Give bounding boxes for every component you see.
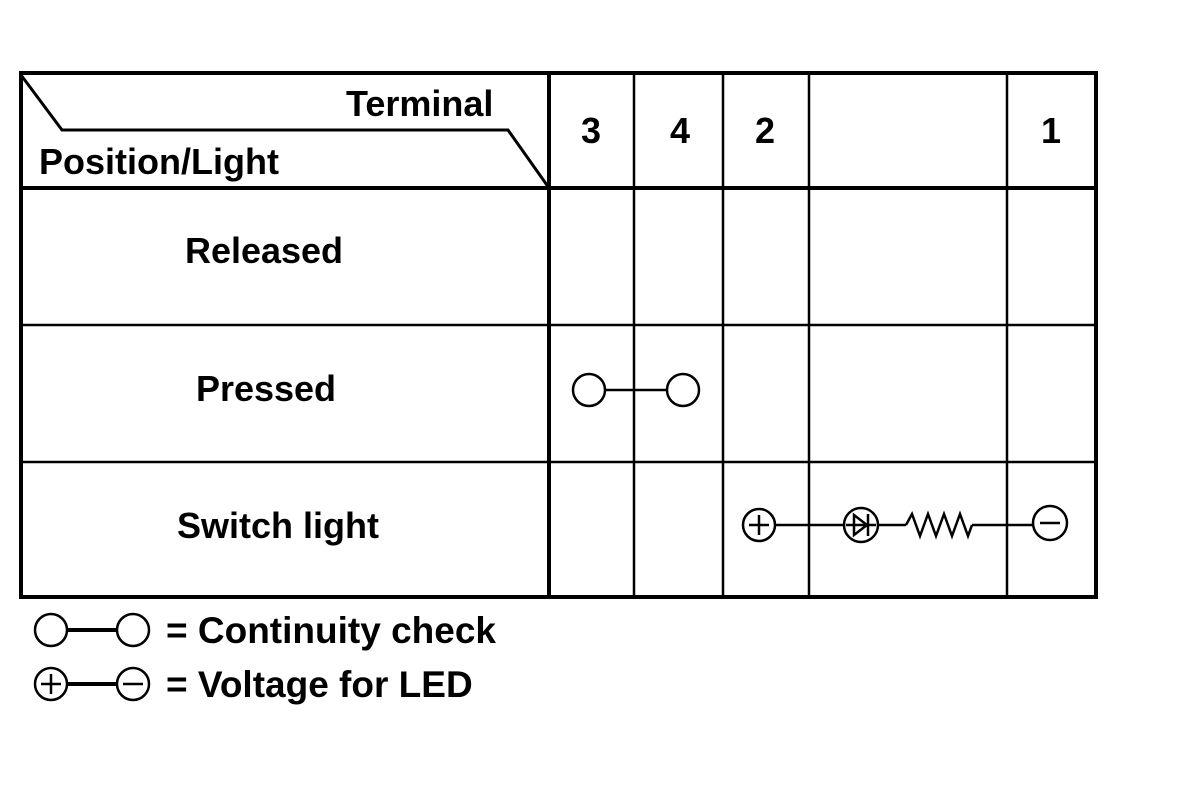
table-grid (19, 71, 1098, 599)
plus-circle-icon (741, 507, 777, 543)
row-label-switch-light: Switch light (177, 505, 379, 546)
corner-terminal-label: Terminal (346, 83, 494, 124)
terminal-header: 2 (754, 110, 776, 151)
legend-voltage-text: = Voltage for LED (166, 664, 473, 705)
minus-circle-icon (1031, 504, 1069, 542)
row-label-released: Released (184, 230, 344, 271)
row-label-pressed: Pressed (195, 368, 337, 409)
terminal-header: 4 (669, 110, 691, 151)
continuity-symbol-pressed (571, 372, 701, 408)
open-circle-icon (665, 372, 701, 408)
minus-circle-icon (115, 666, 151, 702)
open-circle-icon (115, 612, 151, 648)
legend-voltage-symbol (33, 666, 151, 702)
legend-continuity-text: = Continuity check (166, 610, 496, 651)
led-circuit-symbol (741, 504, 1069, 544)
open-circle-icon (33, 612, 69, 648)
legend-continuity-symbol (33, 612, 151, 648)
corner-divider (19, 74, 551, 189)
plus-circle-icon (33, 666, 69, 702)
terminal-header: 1 (1040, 110, 1062, 151)
resistor-icon (904, 510, 974, 540)
table-border (19, 71, 1098, 599)
open-circle-icon (571, 372, 607, 408)
terminal-header: 3 (580, 110, 602, 151)
led-diode-icon (842, 506, 880, 544)
corner-position-label: Position/Light (39, 141, 279, 182)
